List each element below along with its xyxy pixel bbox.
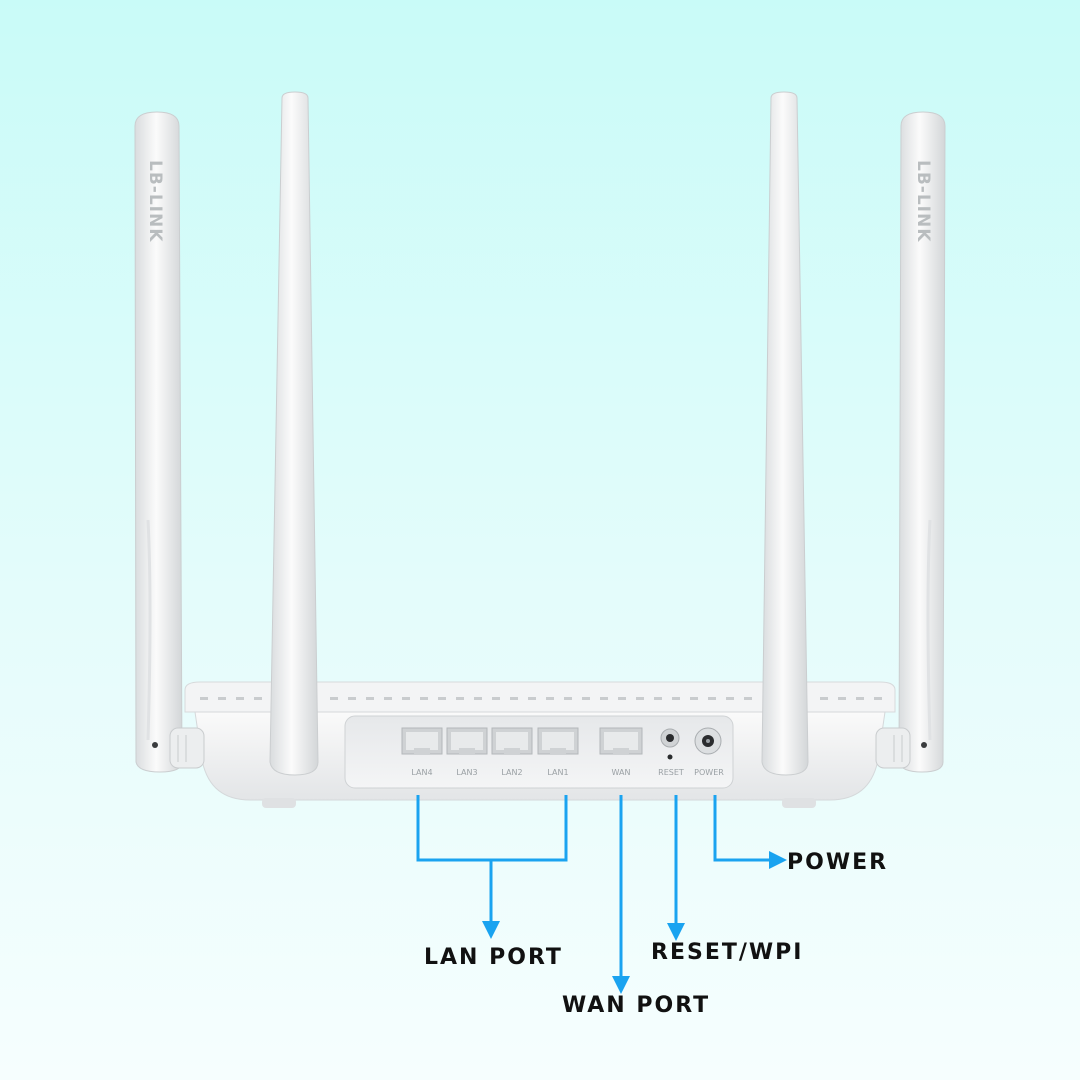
antenna-right-inner [761,91,809,776]
vent-slots [200,697,882,700]
lan1-label: LAN1 [547,768,568,777]
lan4-label: LAN4 [411,768,432,777]
power-label: POWER [694,768,724,777]
lan4-port[interactable] [401,727,443,755]
power-jack[interactable] [694,727,722,755]
reset-wpi-callout: RESET/WPI [651,940,803,965]
hinge-left [169,727,205,769]
callout-arrows [416,795,787,994]
foot-left [262,798,296,808]
antenna-left-logo: LB-LINK [145,160,165,242]
lan2-label: LAN2 [501,768,522,777]
antenna-right-outer: LB-LINK [898,111,946,773]
lan-port-callout: LAN PORT [424,945,563,970]
antenna-left-outer: LB-LINK [134,111,183,773]
lan2-port[interactable] [491,727,533,755]
power-arrow-line [713,795,787,869]
wan-label: WAN [612,768,631,777]
lan3-port[interactable] [446,727,488,755]
wan-port[interactable] [599,727,643,755]
antenna-left-inner [269,91,319,776]
reset-label: RESET [658,768,684,777]
ports: LAN4 LAN3 LAN2 LAN1 WAN [401,727,724,777]
lan1-port[interactable] [537,727,579,755]
antenna-right-logo: LB-LINK [913,160,933,242]
hinge-right [875,727,911,769]
foot-right [782,798,816,808]
wan-port-callout: WAN PORT [562,993,710,1018]
lan-bracket-line [416,795,568,862]
reset-button[interactable] [660,728,680,760]
lan3-label: LAN3 [456,768,477,777]
power-callout: POWER [787,850,888,875]
